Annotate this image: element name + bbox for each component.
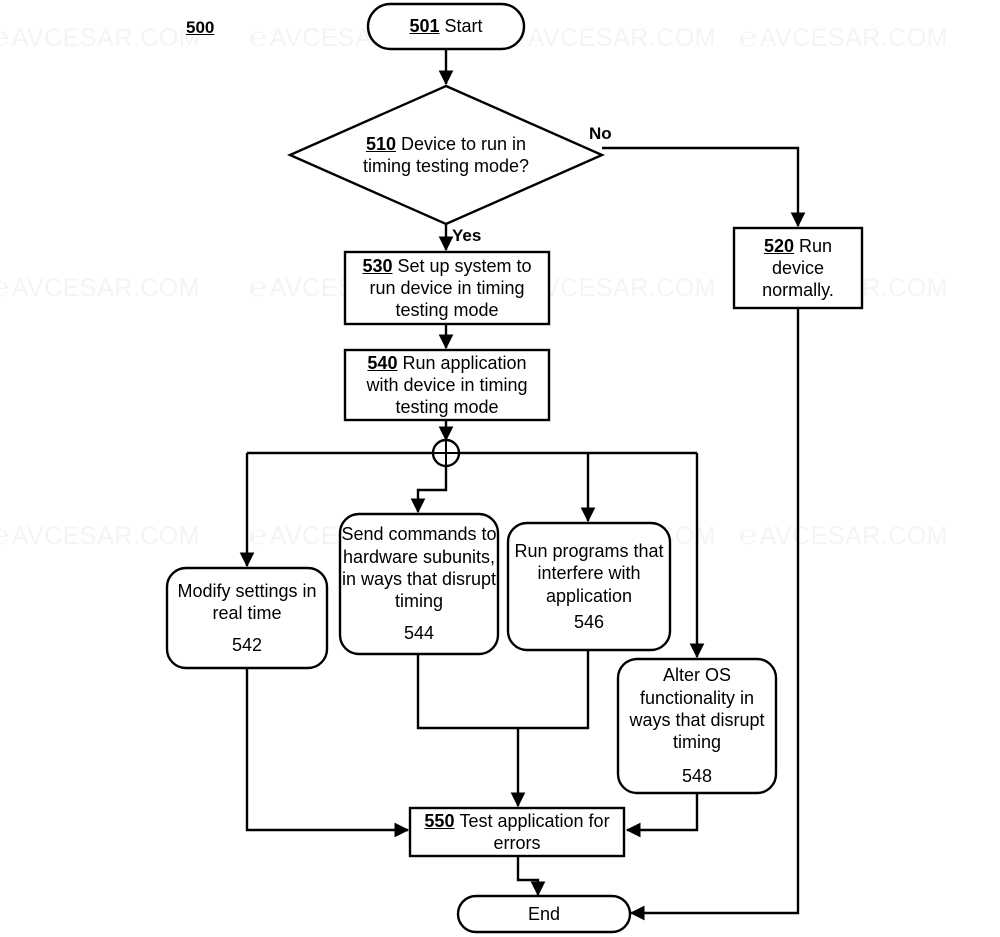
node-run-normally-shape [732, 226, 864, 310]
node-test-shape [408, 806, 626, 858]
avcesar-logo-icon: ℮ [248, 22, 268, 52]
edge-commands-to-merge [416, 654, 518, 730]
watermark-text: AVCESAR.COM [11, 274, 201, 302]
avcesar-logo-icon: ℮ [0, 22, 10, 53]
watermark: ℮AVCESAR.COM [0, 520, 200, 551]
edge-modify-to-test [245, 668, 410, 838]
node-commands-shape [338, 512, 500, 656]
node-setup-shape [343, 250, 551, 326]
node-run-app-shape [343, 348, 551, 422]
avcesar-logo-icon: ℮ [738, 22, 758, 52]
watermark: ℮AVCESAR.COM [738, 22, 949, 53]
edge-decision-no [602, 146, 806, 228]
watermark: ℮AVCESAR.COM [0, 272, 200, 303]
edge-run-normally-to-end [629, 308, 800, 921]
watermark-text: AVCESAR.COM [759, 522, 949, 550]
node-programs-shape [506, 521, 672, 652]
edge-label-no: No [589, 124, 612, 143]
edge-programs-to-merge [518, 650, 590, 730]
watermark-text: AVCESAR.COM [527, 24, 717, 52]
node-alter-os-shape [616, 657, 778, 795]
node-start-shape [366, 2, 526, 51]
edge-test-to-end [516, 856, 546, 897]
edge-junction-to-commands [410, 466, 448, 514]
avcesar-logo-icon: ℮ [0, 272, 10, 303]
watermark-text: AVCESAR.COM [11, 522, 201, 550]
avcesar-logo-icon: ℮ [738, 520, 758, 550]
node-decision-shape [287, 84, 605, 226]
node-end-shape [456, 894, 632, 934]
avcesar-logo-icon: ℮ [248, 520, 268, 550]
avcesar-logo-icon: ℮ [248, 272, 268, 302]
edge-label-yes: Yes [452, 226, 482, 245]
avcesar-logo-icon: ℮ [0, 520, 10, 551]
watermark: ℮AVCESAR.COM [0, 22, 200, 53]
watermark: ℮AVCESAR.COM [738, 520, 949, 551]
edge-alter-os-to-test [625, 793, 699, 838]
watermark-text: AVCESAR.COM [11, 24, 201, 52]
watermark-text: AVCESAR.COM [759, 24, 949, 52]
watermark: ℮AVCESAR.COM [507, 22, 717, 53]
figure-label: 500 [186, 18, 215, 37]
watermark-text: AVCESAR.COM [527, 274, 717, 302]
node-modify-shape [165, 566, 329, 670]
